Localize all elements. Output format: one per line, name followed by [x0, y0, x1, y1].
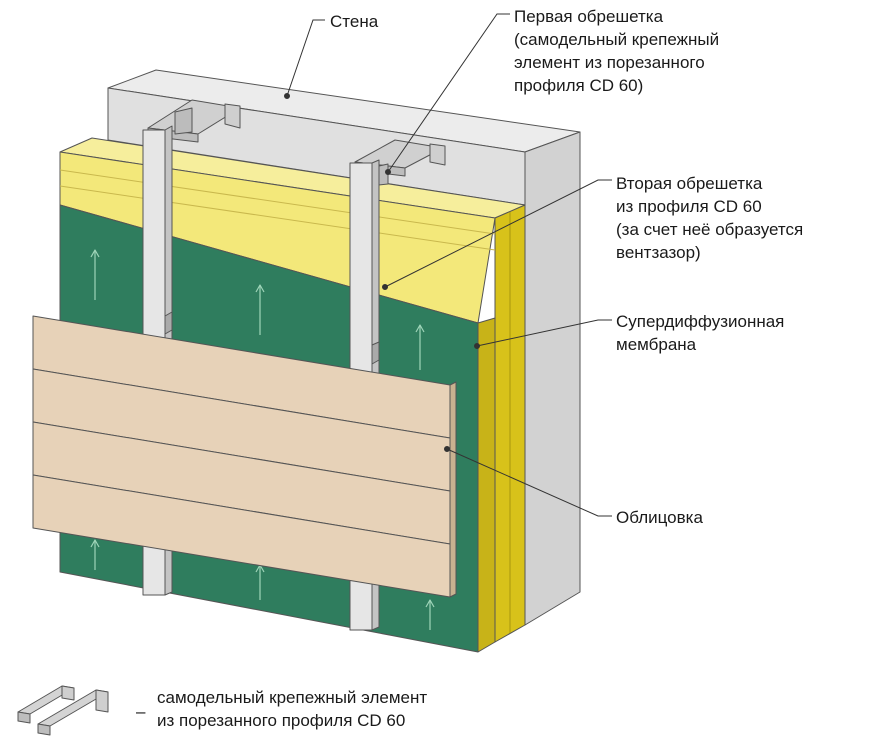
leader-wall	[284, 19, 325, 99]
leader-first-batten	[385, 13, 510, 175]
leader-lines	[284, 13, 612, 517]
legend-text: самодельный крепежный элемент из порезан…	[157, 688, 428, 730]
wall-side-face	[524, 131, 581, 626]
bracket-left	[147, 99, 241, 143]
label-membrane: Супердиффузионная мембрана	[616, 312, 785, 354]
insulation-front-seam-2	[59, 185, 496, 251]
leader-cladding	[444, 446, 612, 517]
label-first-batten: Первая обрешетка (самодельный крепежный …	[514, 7, 720, 95]
label-second-batten: Вторая обрешетка из профиля CD 60 (за сч…	[616, 174, 804, 262]
legend-dash: –	[136, 702, 146, 721]
membrane-side-edge	[477, 317, 496, 653]
legend-bracket-icon	[17, 685, 109, 736]
leader-second-batten	[382, 179, 612, 290]
label-wall: Стена	[330, 12, 379, 31]
leader-membrane	[474, 319, 612, 349]
insulation-front-seam	[59, 169, 496, 235]
cladding-layer	[32, 315, 457, 598]
label-cladding: Облицовка	[616, 508, 703, 527]
membrane-arrows	[90, 249, 435, 630]
cladding-right-edge	[449, 381, 457, 598]
